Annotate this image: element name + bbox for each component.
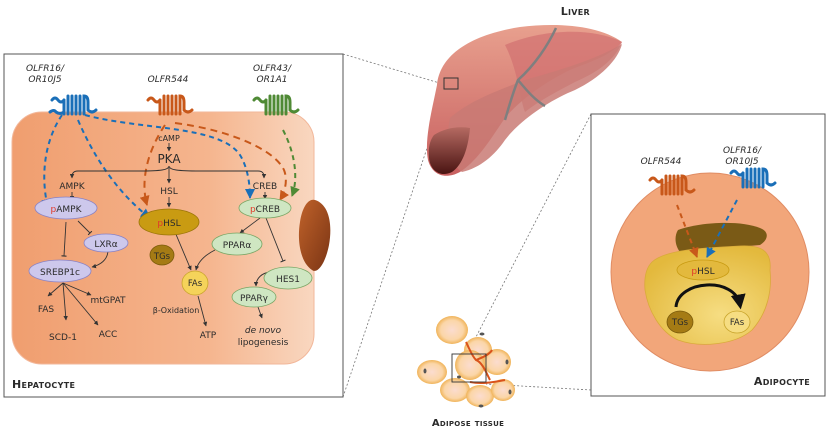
srebp-to-fas-arrow [47, 282, 64, 297]
receptor-olfr43-icon [252, 94, 300, 116]
svg-text:pCREB: pCREB [250, 205, 280, 215]
svg-text:SREBP1c: SREBP1c [40, 268, 80, 278]
pcreb-inhibits-hes1-line [265, 217, 286, 263]
de-novo-label: de novo [245, 326, 282, 336]
receptor-label-olfr43: OLFR43/ [253, 64, 292, 74]
hes1-node: HES1 [263, 266, 313, 290]
fas-node: FAs [181, 270, 209, 296]
olfr16-to-pampk-arrow [41, 114, 63, 209]
liver-label: Liver [561, 5, 590, 18]
atp-label: ATP [200, 331, 217, 341]
pparg-to-lipogenesis-arrow [257, 306, 263, 319]
adipocyte-receptor-olfr544-icon [648, 174, 696, 196]
svg-text:pAMPK: pAMPK [51, 205, 83, 215]
lxr-node: LXRα [83, 233, 129, 253]
receptor-label-or1a1: OR1A1 [257, 75, 288, 85]
olfr544-to-pcreb-arrow [174, 122, 290, 201]
svg-text:TGs: TGs [671, 318, 689, 328]
adipocyte-receptor-label-or10j5: OR10J5 [725, 157, 758, 167]
adipocyte-label: Adipocyte [754, 375, 810, 388]
acc-label: ACC [99, 330, 118, 340]
hsl-label: HSL [160, 187, 178, 197]
liver-illustration [426, 24, 622, 176]
tgs-to-fas-conversion-arrow [674, 283, 746, 310]
adipocyte-receptor-label-olfr16: OLFR16/ [723, 146, 762, 156]
adipose-tissue-illustration [417, 316, 515, 408]
tgs-node: TGs [149, 244, 175, 266]
svg-text:FAs: FAs [188, 279, 203, 289]
srebp-to-acc-arrow [62, 282, 99, 326]
olfr544-to-phsl-arrow [139, 124, 166, 206]
svg-text:LXRα: LXRα [94, 240, 117, 250]
mtgpat-label: mtGPAT [90, 296, 126, 306]
adipocyte-phsl-node: pHSL [676, 259, 730, 281]
camp-label: cAMP [158, 134, 180, 143]
olfr43-to-pcreb-arrow [282, 129, 300, 197]
srebp1c-node: SREBP1c [28, 259, 92, 283]
pka-label: PKA [157, 152, 181, 166]
phsl-to-fas-arrow [174, 231, 192, 271]
nucleus [298, 199, 331, 271]
pcreb-to-ppara-arrow [239, 217, 261, 234]
svg-text:TGs: TGs [153, 252, 171, 262]
hepatocyte-label: Hepatocyte [12, 378, 75, 391]
pka-to-ampk-arrow [69, 165, 170, 179]
zoom-connector-line [485, 383, 592, 391]
receptor-label-or10j5: OR10J5 [28, 75, 61, 85]
fas-to-atp-arrow [197, 295, 208, 327]
pcreb-node: pCREB [238, 197, 292, 219]
svg-text:pHSL: pHSL [157, 219, 180, 229]
adipocyte-olfr544-to-phsl-arrow [676, 204, 699, 258]
pampk-node: pAMPK [34, 196, 98, 220]
lipogenesis-label: lipogenesis [238, 338, 289, 348]
fas-gene-label: FAS [38, 305, 55, 315]
svg-text:pHSL: pHSL [691, 267, 714, 277]
receptor-label-olfr544: OLFR544 [148, 75, 189, 85]
adipocyte-nucleus [675, 222, 767, 252]
ppara-to-fas-arrow [194, 249, 216, 271]
phsl-node: pHSL [138, 208, 200, 236]
olfr16-to-pcreb-arrow [84, 114, 255, 199]
adipose-tissue-label: Adipose tissue [432, 418, 504, 429]
pparg-node: PPARγ [231, 286, 277, 308]
svg-text:PPARγ: PPARγ [240, 294, 269, 304]
olfr16-to-phsl-arrow [77, 119, 151, 219]
receptor-olfr16-icon [48, 94, 98, 116]
srebp-to-scd1-arrow [62, 282, 68, 321]
svg-text:HES1: HES1 [276, 275, 300, 285]
pampk-inhibits-srebp-line [61, 221, 67, 257]
pampk-inhibits-lxr-line [77, 220, 93, 236]
svg-text:FAs: FAs [730, 318, 745, 328]
adipocyte-receptor-label-olfr544: OLFR544 [641, 157, 682, 167]
beta-oxidation-label: β-Oxidation [153, 306, 200, 315]
receptor-label-olfr16: OLFR16/ [26, 64, 65, 74]
adipocyte-fas-node: FAs [723, 310, 751, 334]
ampk-label: AMPK [59, 182, 85, 192]
creb-label: CREB [253, 182, 277, 192]
adipocyte-olfr16-to-phsl-arrow [706, 199, 738, 258]
svg-text:PPARα: PPARα [223, 241, 252, 251]
pka-to-creb-arrow [168, 165, 267, 179]
adipocyte-tgs-node: TGs [666, 310, 694, 334]
zoom-connector-line [342, 53, 447, 86]
srebp-to-mtgpat-arrow [62, 282, 92, 296]
ppara-node: PPARα [211, 232, 263, 256]
scd1-label: SCD-1 [49, 333, 77, 343]
receptor-olfr544-icon [146, 94, 194, 116]
adipocyte-receptor-olfr16-icon [729, 167, 777, 189]
